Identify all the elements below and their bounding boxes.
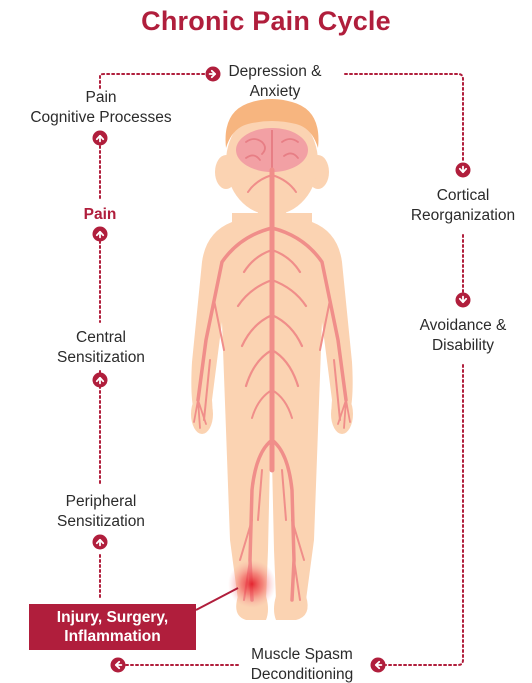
- node-pain-cognitive-processes: Pain Cognitive Processes: [20, 88, 182, 128]
- arrow-circle-left-icon: [111, 658, 126, 673]
- node-line: Sensitization: [34, 512, 168, 532]
- arrow-circle-down-icon: [456, 163, 471, 178]
- page-title: Chronic Pain Cycle: [0, 6, 532, 37]
- node-cortical-reorganization: Cortical Reorganization: [392, 186, 532, 226]
- node-line: Peripheral: [34, 492, 168, 512]
- node-line: Avoidance &: [398, 316, 528, 336]
- injury-pointer: [196, 588, 238, 610]
- node-central-sensitization: Central Sensitization: [40, 328, 162, 368]
- arrow-circle-left-icon: [371, 658, 386, 673]
- node-line: Sensitization: [40, 348, 162, 368]
- node-line: Reorganization: [392, 206, 532, 226]
- node-line: Injury, Surgery,: [29, 608, 196, 627]
- node-pain: Pain: [60, 205, 140, 225]
- arrow-circle-up-icon: [93, 131, 108, 146]
- node-avoidance-disability: Avoidance & Disability: [398, 316, 528, 356]
- node-line: Depression &: [205, 62, 345, 82]
- arrow-circle-up-icon: [93, 227, 108, 242]
- node-line: Pain: [20, 88, 182, 108]
- node-line: Central: [40, 328, 162, 348]
- node-injury-surgery-inflammation: Injury, Surgery, Inflammation: [29, 604, 196, 650]
- node-muscle-spasm-deconditioning: Muscle Spasm Deconditioning: [232, 645, 372, 683]
- injury-glow: [228, 560, 276, 608]
- arrow-circle-down-icon: [456, 293, 471, 308]
- brain-icon: [236, 128, 308, 172]
- node-depression-anxiety: Depression & Anxiety: [205, 62, 345, 102]
- arrow-circle-up-icon: [93, 373, 108, 388]
- node-line: Inflammation: [29, 627, 196, 646]
- node-peripheral-sensitization: Peripheral Sensitization: [34, 492, 168, 532]
- node-line: Cortical: [392, 186, 532, 206]
- node-line: Anxiety: [205, 82, 345, 102]
- node-line: Deconditioning: [232, 665, 372, 683]
- node-line: Disability: [398, 336, 528, 356]
- node-line: Muscle Spasm: [232, 645, 372, 665]
- node-line: Cognitive Processes: [20, 108, 182, 128]
- arrow-circle-up-icon: [93, 535, 108, 550]
